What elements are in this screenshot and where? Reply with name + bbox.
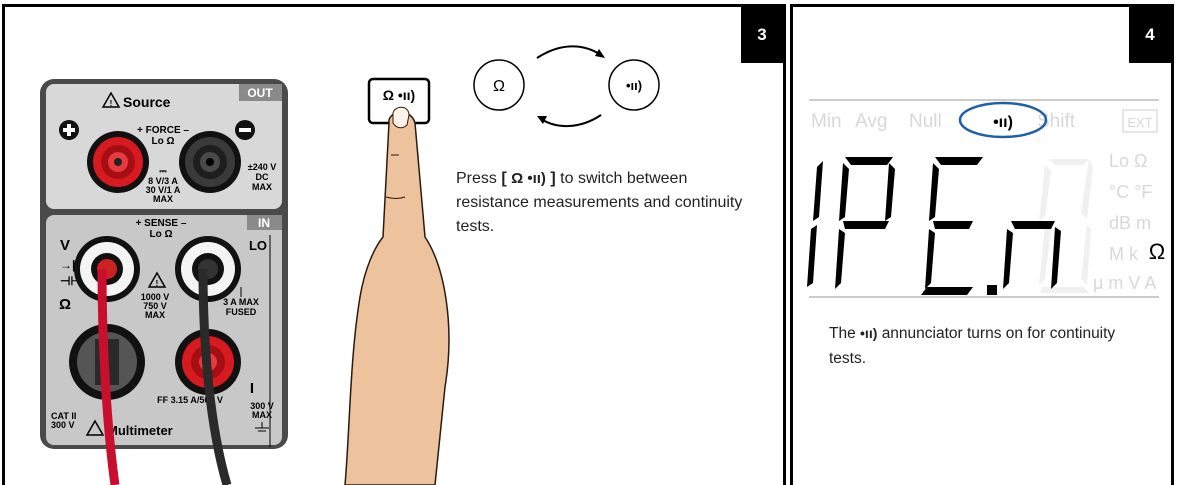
multimeter-front-panel: OUT IN ! Source + FORCE – Lo Ω (40, 79, 288, 449)
max-volt-3: MAX (145, 310, 165, 320)
out-tab (239, 84, 282, 101)
fuse-label: FF 3.15 A/500 V (157, 395, 223, 405)
instruction-key-open: [ (501, 170, 507, 187)
display-illustration: Min Avg Null Shift •ıı) EXT Lo Ω °C °F d… (807, 99, 1165, 298)
warning-icon: ! (101, 91, 121, 108)
note-glyph: •ıı) (860, 325, 878, 341)
svg-text:!: ! (110, 99, 113, 108)
annunciator-shift: Shift (1037, 111, 1076, 132)
bottom-right-2: MAX (252, 410, 272, 420)
arrow-right-icon (536, 45, 602, 59)
v-ohm-terminal (74, 236, 140, 302)
step-3-illustration: OUT IN ! Source + FORCE – Lo Ω (40, 45, 660, 485)
step-number: 3 (741, 7, 783, 63)
instruction-prefix: Press (456, 170, 497, 187)
warning-icon: ! (147, 271, 167, 288)
highlight-ellipse (958, 101, 1048, 139)
lo-label: LO (249, 238, 267, 253)
key-label: Ω •ıı) (383, 87, 415, 103)
cat-line-1: CAT II (51, 411, 76, 421)
source-plus-terminal (87, 131, 149, 193)
rating-right-3: MAX (252, 182, 272, 192)
rating-left-1: 8 V/3 A (148, 176, 178, 186)
i-label: I (250, 380, 254, 397)
force-label: + FORCE – (137, 125, 189, 136)
ohm-label: Ω (59, 296, 71, 313)
rating-left-3: MAX (153, 194, 173, 204)
note-prefix: The (829, 325, 856, 342)
note-text: The •ıı) annunciator turns on for contin… (829, 321, 1129, 371)
black-test-lead (198, 268, 232, 485)
step-4-panel: 4 Min Avg Null Shift •ıı) EXT Lo Ω °C °F… (790, 4, 1174, 485)
lo-terminal (175, 236, 241, 302)
instruction-suffix: to switch between resistance measurement… (456, 170, 743, 235)
note-suffix: annunciator turns on for continuity test… (829, 325, 1116, 367)
brand-label: Multimeter (107, 423, 173, 438)
ghost-segments (1039, 159, 1093, 293)
unit-symbol: Ω (1149, 239, 1165, 264)
annunciator-min: Min (811, 111, 842, 132)
svg-text:!: ! (156, 279, 159, 288)
warning-icon (85, 419, 105, 436)
amp-line-2: FUSED (226, 307, 257, 317)
rating-left-2: 30 V/1 A (146, 185, 181, 195)
sense-label: + SENSE – (136, 218, 187, 229)
instruction-key-glyph: Ω •ıı) (511, 170, 546, 187)
ohm-continuity-key[interactable]: Ω •ıı) (367, 77, 431, 125)
rating-right-1: ±240 V (248, 162, 276, 172)
ground-icon (255, 422, 269, 432)
max-volt-2: 750 V (143, 301, 167, 311)
annunciator-avg: Avg (855, 111, 887, 132)
step-number: 4 (1129, 7, 1171, 63)
red-test-lead (97, 268, 120, 485)
instruction-text: Press [ Ω •ıı) ] to switch between resis… (456, 167, 756, 239)
step-3-panel: 3 OUT IN ! Source + FORCE – (2, 4, 786, 485)
ohm-mode-circle: Ω (473, 59, 525, 111)
svg-text:⎓: ⎓ (159, 166, 167, 176)
continuity-mode-circle: •ıı) (608, 59, 660, 111)
seven-segment-reading (807, 157, 1061, 295)
v-label: V (60, 237, 70, 254)
max-volt-1: 1000 V (141, 292, 170, 302)
source-minus-terminal (179, 131, 241, 193)
continuity-annunciator: •ıı) (993, 114, 1013, 131)
out-label: OUT (247, 86, 273, 100)
ext-label: EXT (1127, 115, 1152, 130)
lo-ohm-top: Lo Ω (151, 136, 174, 147)
right-col-mk: M k (1109, 244, 1139, 264)
right-col-temp: °C °F (1109, 182, 1152, 202)
lo-ohm-bottom: Lo Ω (149, 229, 172, 240)
cycle-left-label: Ω (493, 78, 505, 95)
arrow-left-icon (540, 114, 602, 128)
rating-right-2: DC (256, 172, 269, 182)
pressing-finger (344, 106, 450, 485)
bottom-right-1: 300 V (250, 401, 274, 411)
instruction-key-close: ] (550, 170, 556, 187)
amp-line-1: 3 A MAX (223, 297, 259, 307)
source-title: Source (123, 94, 171, 110)
in-label: IN (258, 216, 270, 230)
annunciator-null: Null (909, 111, 942, 132)
cat-line-2: 300 V (51, 420, 75, 430)
in-tab (247, 215, 282, 230)
right-col-units: μ m V A (1093, 273, 1156, 293)
cycle-right-label: •ıı) (626, 78, 642, 93)
right-col-db: dB m (1109, 213, 1151, 233)
right-col-lo-ohm: Lo Ω (1109, 151, 1147, 171)
diode-icon: →| (60, 258, 75, 272)
